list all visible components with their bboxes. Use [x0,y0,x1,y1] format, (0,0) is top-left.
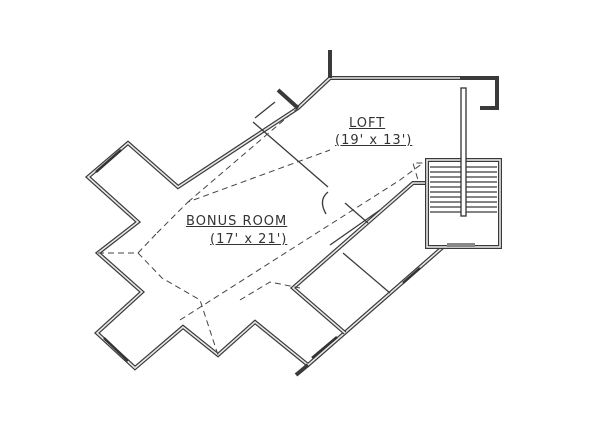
room-name-bonus-room: BONUS ROOM [186,214,288,229]
ceiling-lines [98,107,425,356]
room-name-loft: LOFT [349,116,386,131]
exterior-walls [84,50,499,377]
stairs [425,87,502,249]
windows [95,149,421,362]
interior-walls [252,101,427,335]
door-swing [321,191,329,215]
room-dimensions-bonus-room: (17' x 21') [210,232,288,247]
room-dimensions-loft: (19' x 13') [335,133,413,148]
